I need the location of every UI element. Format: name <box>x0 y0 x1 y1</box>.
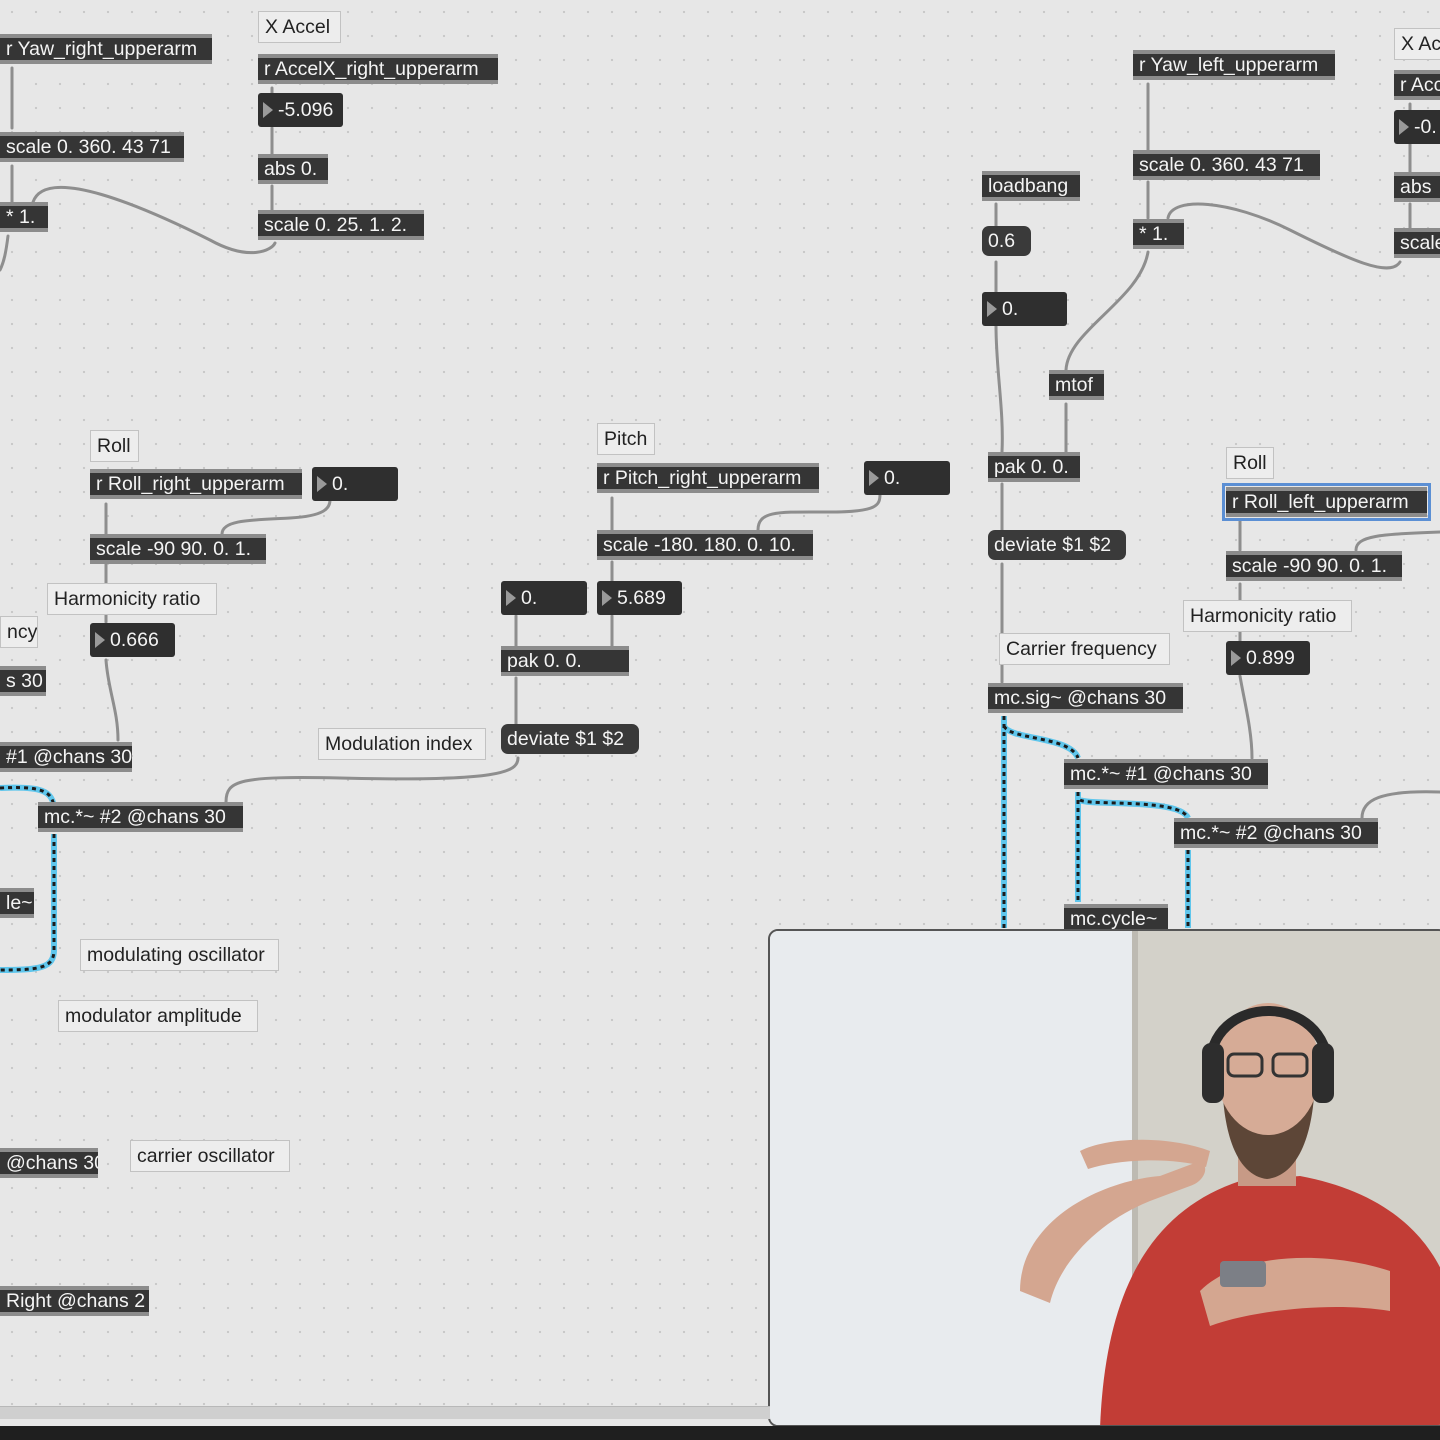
scale-roll-right-object[interactable]: scale -90 90. 0. 1. <box>90 534 266 564</box>
message-0-6[interactable]: 0.6 <box>982 226 1031 256</box>
carrier-frequency-comment: Carrier frequency <box>999 633 1170 665</box>
number-triangle-icon <box>506 590 516 606</box>
deviate-right-object[interactable]: deviate $1 $2 <box>501 724 639 754</box>
cord <box>1064 250 1150 372</box>
x-accel-comment: X Accel <box>258 11 341 43</box>
multiply-right-object[interactable]: * 1. <box>0 202 48 232</box>
accel-left-number-box[interactable]: -0. <box>1394 110 1440 144</box>
frequency-comment: ncy <box>0 616 38 648</box>
pak-input-number-box[interactable]: 0. <box>501 581 587 615</box>
carrier-oscillator-comment: carrier oscillator <box>130 1140 290 1172</box>
cord <box>104 658 120 742</box>
cord <box>1360 790 1440 820</box>
mtof-object[interactable]: mtof <box>1049 370 1104 400</box>
receive-roll-right-object[interactable]: r Roll_right_upperarm <box>90 469 302 499</box>
mc-multiply-1-left-object[interactable]: mc.*~ #1 @chans 30 <box>1064 759 1268 789</box>
abs-right-object[interactable]: abs 0. <box>258 154 328 184</box>
number-value: -0. <box>1414 116 1437 138</box>
webcam-person-image <box>770 931 1440 1425</box>
number-value: 0. <box>1002 298 1019 320</box>
receive-roll-left-object[interactable]: r Roll_left_upperarm <box>1222 483 1431 521</box>
signal-cord <box>1078 797 1191 820</box>
number-triangle-icon <box>987 301 997 317</box>
number-triangle-icon <box>1399 119 1409 135</box>
number-value: 0.666 <box>110 629 159 651</box>
receive-accel-left-object[interactable]: r Acc <box>1394 70 1440 100</box>
dac-right-object[interactable]: Right @chans 2 <box>0 1286 149 1316</box>
scale-accel-left-object[interactable]: scale <box>1394 228 1440 258</box>
harmonicity-left-number-box[interactable]: 0.899 <box>1226 641 1310 675</box>
abs-left-object[interactable]: abs <box>1394 172 1440 202</box>
mc-multiply-2-left-object[interactable]: mc.*~ #2 @chans 30 <box>1174 818 1378 848</box>
modulation-index-comment: Modulation index <box>318 728 486 760</box>
mc-cycle-right-object[interactable]: le~ <box>0 888 34 918</box>
cord <box>0 234 10 272</box>
left-channels-object[interactable]: s 30 <box>0 666 46 696</box>
loadbang-object[interactable]: loadbang <box>982 171 1080 201</box>
scale-yaw-left-object[interactable]: scale 0. 360. 43 71 <box>1133 150 1320 180</box>
window-bottom-edge <box>0 1426 1440 1440</box>
pitch-right-number-box[interactable]: 0. <box>864 461 950 495</box>
number-value: 0. <box>884 467 901 489</box>
left-number-box[interactable]: 0. <box>982 292 1067 326</box>
receive-accelx-right-object[interactable]: r AccelX_right_upperarm <box>258 54 498 84</box>
number-triangle-icon <box>869 470 879 486</box>
harmonicity-left-comment: Harmonicity ratio <box>1183 600 1352 632</box>
harmonicity-right-number-box[interactable]: 0.666 <box>90 623 175 657</box>
horizontal-scrollbar[interactable] <box>0 1406 770 1419</box>
receive-pitch-right-object[interactable]: r Pitch_right_upperarm <box>597 463 819 493</box>
mc-sig-left-object[interactable]: mc.sig~ @chans 30 <box>988 683 1183 713</box>
cord <box>30 185 277 255</box>
receive-yaw-left-object[interactable]: r Yaw_left_upperarm <box>1133 50 1335 80</box>
scale-pitch-right-object[interactable]: scale -180. 180. 0. 10. <box>597 530 813 560</box>
cord <box>1166 202 1402 270</box>
number-value: -5.096 <box>278 99 334 121</box>
scale-yaw-right-object[interactable]: scale 0. 360. 43 71 <box>0 132 184 162</box>
number-triangle-icon <box>1231 650 1241 666</box>
cord <box>224 756 520 804</box>
receive-yaw-right-object[interactable]: r Yaw_right_upperarm <box>0 34 212 64</box>
pak-right-object[interactable]: pak 0. 0. <box>501 646 629 676</box>
cord <box>220 498 332 536</box>
left-chans-object[interactable]: @chans 30 <box>0 1148 98 1178</box>
roll-left-comment: Roll <box>1226 447 1274 479</box>
number-value: 0.899 <box>1246 647 1295 669</box>
cord <box>1238 674 1254 760</box>
signal-cord <box>1001 724 1081 760</box>
pitch-value-number-box[interactable]: 5.689 <box>597 581 682 615</box>
modulator-amplitude-comment: modulator amplitude <box>58 1000 258 1032</box>
deviate-left-object[interactable]: deviate $1 $2 <box>988 530 1126 560</box>
accel-number-box[interactable]: -5.096 <box>258 93 343 127</box>
multiply-left-object[interactable]: * 1. <box>1133 219 1184 249</box>
roll-right-number-box[interactable]: 0. <box>312 467 398 501</box>
harmonicity-right-comment: Harmonicity ratio <box>47 583 217 615</box>
pak-left-object[interactable]: pak 0. 0. <box>988 452 1080 482</box>
mc-multiply-2-right-object[interactable]: mc.*~ #2 @chans 30 <box>38 802 243 832</box>
cord <box>994 324 1004 454</box>
mc-multiply-1-right-object[interactable]: #1 @chans 30 <box>0 742 132 772</box>
number-triangle-icon <box>95 632 105 648</box>
cord <box>756 492 882 532</box>
number-value: 5.689 <box>617 587 666 609</box>
number-triangle-icon <box>602 590 612 606</box>
number-triangle-icon <box>317 476 327 492</box>
number-value: 0. <box>332 473 349 495</box>
cord <box>1354 530 1440 552</box>
webcam-video-overlay <box>768 929 1440 1427</box>
scale-roll-left-object[interactable]: scale -90 90. 0. 1. <box>1226 551 1402 581</box>
scale-accel-right-object[interactable]: scale 0. 25. 1. 2. <box>258 210 424 240</box>
number-value: 0. <box>521 587 538 609</box>
pitch-comment: Pitch <box>597 423 655 455</box>
roll-right-comment: Roll <box>90 430 139 462</box>
number-triangle-icon <box>263 102 273 118</box>
x-accel-left-comment: X Ac <box>1394 28 1440 60</box>
modulating-oscillator-comment: modulating oscillator <box>80 939 279 971</box>
